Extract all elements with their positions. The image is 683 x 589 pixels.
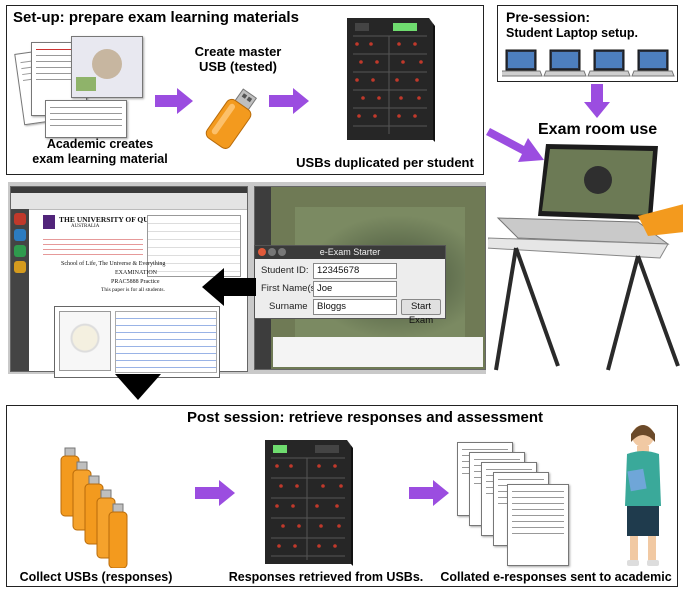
arrow-presession-down	[584, 84, 610, 118]
exam-room-label: Exam room use	[538, 121, 658, 138]
retrieval-duplicator-image	[257, 436, 357, 568]
presession-panel: Pre-session: Student Laptop setup.	[497, 5, 678, 82]
master-usb-icon	[205, 88, 258, 149]
eexam-starter-screenshot	[254, 186, 486, 370]
minimize-icon[interactable]	[268, 248, 276, 256]
question-overlay-screenshot	[54, 306, 220, 378]
academic-label: Academic creates exam learning material	[32, 137, 168, 166]
retrieved-label: Responses retrieved from USBs.	[228, 570, 424, 584]
setup-panel: Set-up: prepare exam learning materials …	[6, 5, 484, 175]
student-laptops-icon	[502, 49, 675, 77]
duplicated-label: USBs duplicated per student	[296, 155, 474, 170]
uni-sub: AUSTRALIA	[71, 224, 100, 229]
presession-subtitle: Student Laptop setup.	[506, 26, 638, 40]
arrow-to-collation	[409, 480, 449, 506]
collected-usbs-icon	[60, 447, 128, 568]
post-session-panel: Post session: retrieve responses and ass…	[6, 405, 678, 587]
usb-label: Create master USB (tested)	[194, 44, 282, 74]
dialog-title: e-Exam Starter	[319, 247, 381, 257]
paper-note: This paper is for all students.	[101, 287, 165, 293]
student-id-field[interactable]: 12345678	[313, 263, 397, 279]
arrow-to-duplicator	[269, 88, 309, 114]
school-name: School of Life, The Universe & Everythin…	[61, 261, 166, 267]
close-icon[interactable]	[258, 248, 266, 256]
arrow-to-usb	[155, 88, 193, 114]
post-session-title: Post session: retrieve responses and ass…	[187, 409, 544, 426]
setup-title: Set-up: prepare exam learning materials	[13, 9, 299, 26]
arrow-to-post-session	[115, 374, 161, 400]
academic-person-icon	[625, 425, 661, 566]
exam-heading: EXAMINATION	[115, 270, 157, 276]
maximize-icon[interactable]	[278, 248, 286, 256]
collect-usbs-label: Collect USBs (responses)	[19, 570, 173, 584]
uni-logo-icon	[43, 215, 55, 229]
arrow-back-to-session	[202, 268, 256, 306]
first-name-label: First Name(s):	[261, 283, 322, 294]
collated-label: Collated e-responses sent to academic	[440, 570, 672, 584]
student-id-label: Student ID:	[261, 265, 309, 276]
eexam-starter-dialog: e-Exam Starter Student ID: 12345678 Firs…	[254, 245, 446, 326]
presession-title: Pre-session:	[506, 9, 591, 25]
exam-laptop-image	[485, 140, 683, 380]
arrow-to-exam-room	[486, 128, 544, 162]
first-name-field[interactable]: Joe	[313, 281, 397, 297]
surname-label: Surname	[269, 301, 308, 312]
start-exam-button[interactable]: Start Exam	[401, 299, 441, 326]
exam-documents-image	[14, 34, 155, 138]
surname-field[interactable]: Bloggs	[313, 299, 397, 315]
uni-name: THE UNIVERSITY OF QUEENSLAND	[59, 215, 190, 224]
course-code: PRAC5888 Practice	[111, 279, 160, 285]
dialog-titlebar: e-Exam Starter	[255, 246, 445, 259]
arrow-to-retrieval	[195, 480, 235, 506]
collated-responses-image	[457, 442, 577, 566]
usb-duplicator-image	[337, 14, 437, 144]
